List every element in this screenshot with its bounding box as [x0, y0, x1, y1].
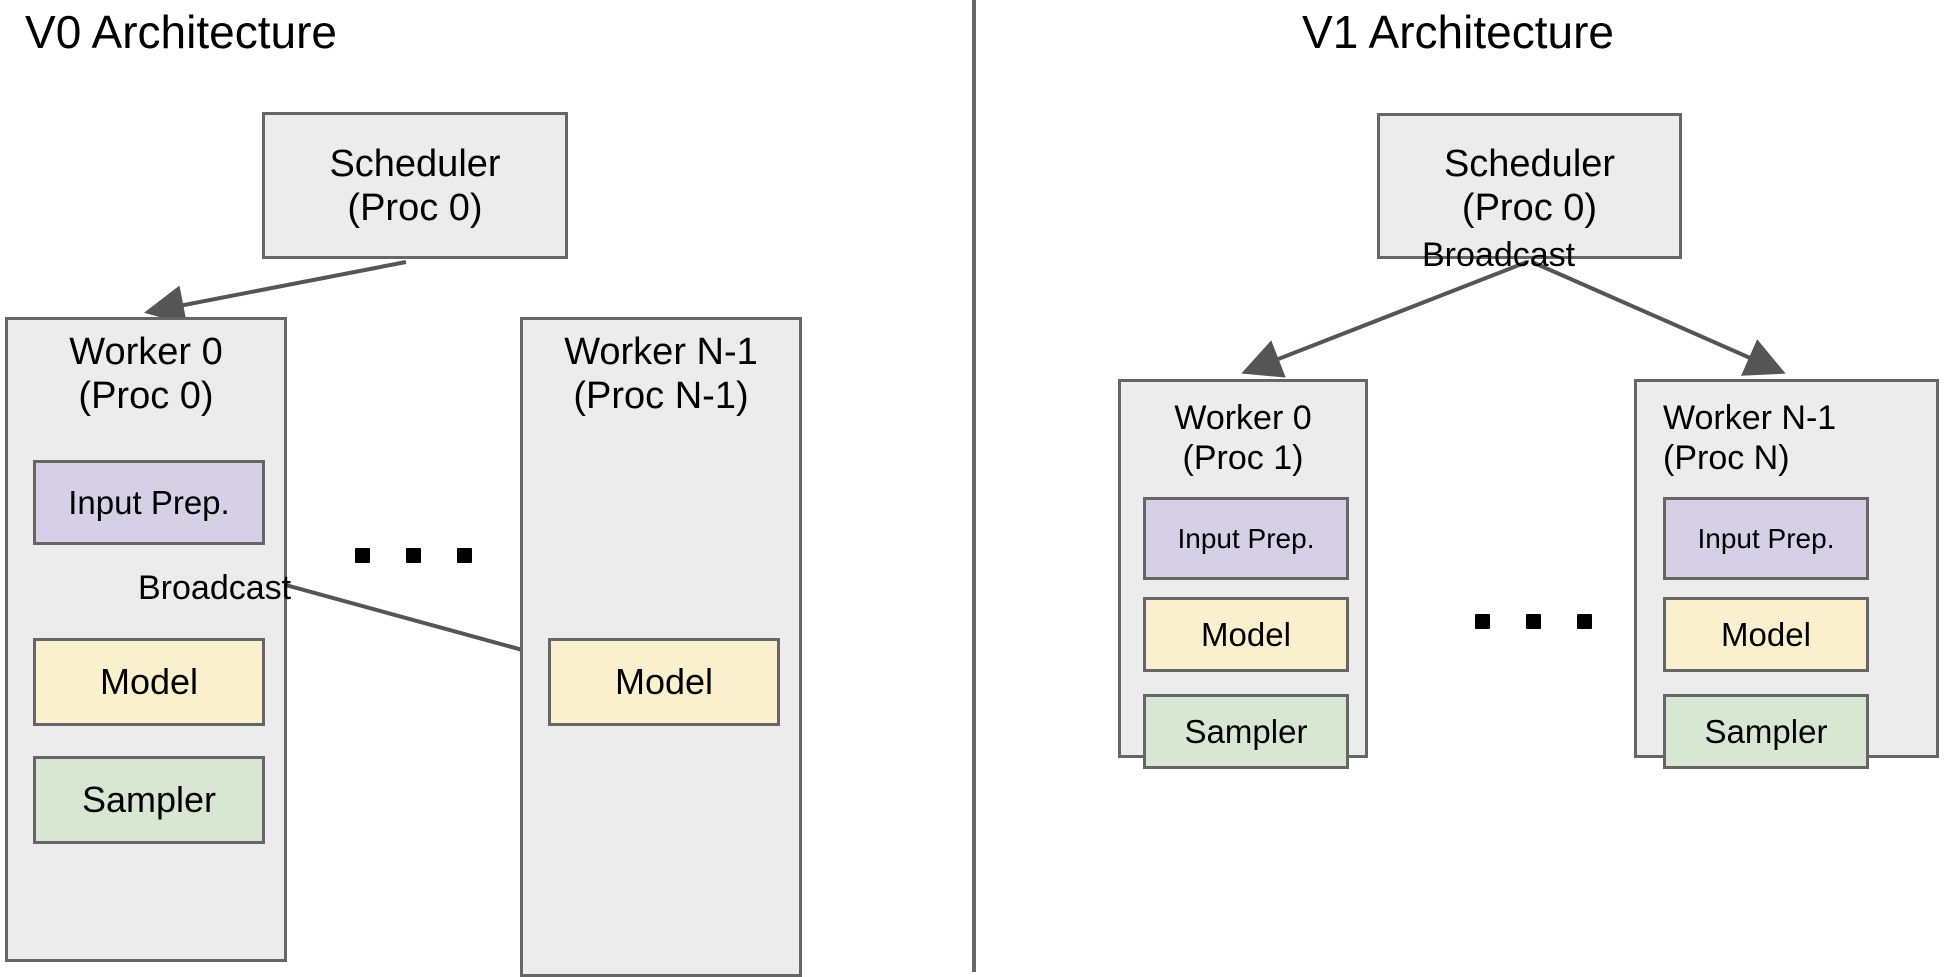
- v1-scheduler-line1: Scheduler: [1443, 143, 1616, 185]
- v0-scheduler-line1: Scheduler: [329, 142, 501, 185]
- panel-v1-architecture: V1 Architecture Scheduler (Proc 0) Worke…: [982, 0, 1954, 972]
- v1-worker-n-sampler-box[interactable]: Sampler: [1663, 694, 1869, 769]
- v1-scheduler-box[interactable]: Scheduler (Proc 0): [1377, 113, 1682, 259]
- v0-broadcast-edge-label: Broadcast: [138, 569, 292, 607]
- v0-worker-n-label: Worker N-1 (Proc N-1): [523, 320, 799, 418]
- panel-divider: [972, 0, 976, 972]
- v0-worker-0-label: Worker 0 (Proc 0): [8, 320, 284, 418]
- ellipsis-dot: [457, 548, 472, 563]
- ellipsis-dot: [406, 548, 421, 563]
- v0-worker-n-line1: Worker N-1: [564, 331, 758, 373]
- v0-worker-n-line2: (Proc N-1): [573, 375, 749, 417]
- v0-ellipsis-indicator: [355, 548, 508, 563]
- v0-worker-0-box[interactable]: Worker 0 (Proc 0) Input Prep. Model Samp…: [5, 317, 287, 962]
- ellipsis-dot: [1577, 614, 1592, 629]
- v1-scheduler-line2: (Proc 0): [1461, 187, 1598, 229]
- v0-worker-0-line2: (Proc 0): [78, 375, 214, 417]
- v1-worker-0-box[interactable]: Worker 0 (Proc 1) Input Prep. Model Samp…: [1118, 379, 1368, 769]
- ellipsis-dot: [1475, 614, 1490, 629]
- v0-worker-0-input-prep-box[interactable]: Input Prep.: [33, 460, 265, 545]
- v1-broadcast-edge-label: Broadcast: [1422, 236, 1576, 274]
- v1-worker-0-label: Worker 0 (Proc 1): [1121, 382, 1365, 478]
- v1-worker-0-model-box[interactable]: Model: [1143, 597, 1349, 672]
- v1-ellipsis-indicator: [1475, 614, 1628, 629]
- panel-v0-architecture: V0 Architecture Scheduler (Proc 0) Worke…: [0, 0, 972, 977]
- panel-title-v0: V0 Architecture: [25, 6, 337, 58]
- v1-worker-n-model-box[interactable]: Model: [1663, 597, 1869, 672]
- v0-worker-0-line1: Worker 0: [69, 331, 223, 373]
- v0-worker-0-sampler-box[interactable]: Sampler: [33, 756, 265, 844]
- v1-worker-n-line2: (Proc N): [1663, 439, 1790, 477]
- v1-worker-0-line1: Worker 0: [1174, 399, 1312, 437]
- v1-edge-scheduler-to-worker0: [1241, 260, 1528, 378]
- v0-scheduler-box[interactable]: Scheduler (Proc 0): [262, 112, 568, 259]
- v0-edge-scheduler-to-worker0: [144, 260, 407, 325]
- v1-worker-n-box[interactable]: Worker N-1 (Proc N) Input Prep. Model Sa…: [1634, 379, 1939, 769]
- v1-worker-0-input-prep-box[interactable]: Input Prep.: [1143, 497, 1349, 580]
- v1-worker-n-input-prep-box[interactable]: Input Prep.: [1663, 497, 1869, 580]
- v0-worker-n-box[interactable]: Worker N-1 (Proc N-1) Model: [520, 317, 802, 977]
- v0-worker-n-model-box[interactable]: Model: [548, 638, 780, 726]
- v0-worker-0-model-box[interactable]: Model: [33, 638, 265, 726]
- v1-worker-n-label: Worker N-1 (Proc N): [1637, 382, 1936, 478]
- ellipsis-dot: [355, 548, 370, 563]
- panel-title-v1: V1 Architecture: [1302, 6, 1614, 58]
- v0-scheduler-line2: (Proc 0): [347, 186, 483, 229]
- v1-edge-scheduler-to-workerN: [1531, 260, 1786, 376]
- v1-worker-0-sampler-box[interactable]: Sampler: [1143, 694, 1349, 769]
- v1-scheduler-label: Scheduler (Proc 0): [1444, 142, 1615, 230]
- v1-worker-0-line2: (Proc 1): [1182, 439, 1304, 477]
- ellipsis-dot: [1526, 614, 1541, 629]
- v0-scheduler-label: Scheduler (Proc 0): [329, 142, 500, 230]
- v1-worker-n-line1: Worker N-1: [1663, 399, 1837, 437]
